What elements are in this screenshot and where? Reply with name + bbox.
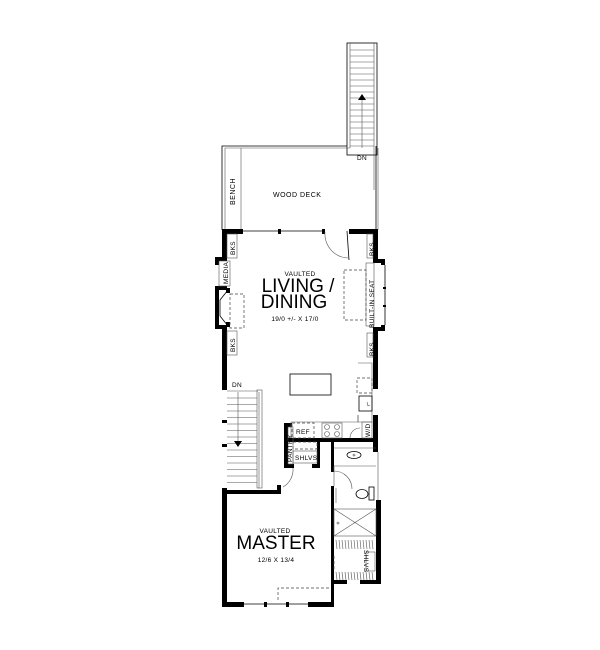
built-in-seat-label: BUILT-IN SEAT <box>369 280 376 328</box>
exterior-stair: DN <box>346 42 378 190</box>
closet-shelf-hatch <box>338 539 341 550</box>
cooktop <box>321 422 343 439</box>
closet-shelf-hatch <box>368 539 371 550</box>
bks-right-top-label: BKS <box>369 242 376 256</box>
closet-shelf-hatch <box>335 539 338 550</box>
bed-outline <box>277 587 331 600</box>
closet-shelf-hatch <box>353 539 356 550</box>
closet-shelf-hatch <box>335 571 338 581</box>
living-fixtures: BKS MEDIA BKS BKS BUILT-IN SEAT BKS REF <box>218 230 376 439</box>
shlvs-closet-label: SHLVS <box>362 550 369 573</box>
closet-shelf-hatch <box>365 571 368 581</box>
closet-shelf-hatch <box>350 539 353 550</box>
closet-shelf-hatch <box>371 571 374 581</box>
wd-label: W/D <box>365 423 372 437</box>
walls <box>215 229 386 607</box>
dining-table <box>343 269 367 321</box>
closet-shelf-hatch <box>359 571 362 581</box>
media-label: MEDIA <box>223 262 230 284</box>
closet-shelf-hatch <box>347 539 350 550</box>
closet-shelf-hatch <box>371 539 374 550</box>
closet-shelf-hatch <box>356 571 359 581</box>
closet-shelf-hatch <box>356 539 359 550</box>
closet-shelf-hatch <box>347 571 350 581</box>
closet-shelf-hatch <box>362 539 365 550</box>
bks-left-top-label: BKS <box>230 241 237 255</box>
master-dimensions: 12/6 X 13/4 <box>258 557 295 564</box>
walk-in-closet: SHLVS <box>333 539 376 581</box>
bks-left-bottom-label: BKS <box>230 338 237 352</box>
closet-shelf-hatch <box>362 571 365 581</box>
living-name-line1: LIVING / <box>262 276 336 297</box>
closet-shelf-hatch <box>350 571 353 581</box>
living-name-line2: DINING <box>261 292 328 313</box>
wood-deck: BENCH WOOD DECK <box>221 145 379 230</box>
master-qualifier: VAULTED <box>259 528 290 535</box>
bath-sink <box>346 451 362 459</box>
stair-dn-label: DN <box>357 155 367 162</box>
bench-label: BENCH <box>230 178 237 205</box>
closet-shelf-hatch <box>353 571 356 581</box>
closet-shelf-hatch <box>341 571 344 581</box>
shower <box>333 508 377 537</box>
dishwasher <box>356 377 373 394</box>
pantry-label: PANTRY <box>287 434 294 462</box>
stair-down-arrow-icon <box>234 441 242 447</box>
hearth <box>229 293 245 329</box>
pantry: PANTRY SHLVS <box>282 426 318 488</box>
living-qualifier: VAULTED <box>284 271 315 278</box>
closet-shelf-hatch <box>365 539 368 550</box>
interior-stair-dn-label: DN <box>232 382 242 389</box>
pantry-door-swing <box>282 467 294 488</box>
room-labels: VAULTED LIVING / DINING 19/0 +/- X 17/0 … <box>236 271 335 564</box>
closet-shelf-hatch <box>344 539 347 550</box>
stair-up-arrow-icon <box>358 94 366 100</box>
master-name: MASTER <box>236 533 315 554</box>
living-dimensions: 19/0 +/- X 17/0 <box>271 316 318 323</box>
master-fixtures <box>277 587 331 600</box>
toilet <box>355 486 375 501</box>
kitchen-island <box>289 373 332 396</box>
closet-shelf-hatch <box>338 571 341 581</box>
ref-label: REF <box>296 429 310 436</box>
closet-shelf-hatch <box>344 571 347 581</box>
closet-shelf-hatch <box>368 571 371 581</box>
master-bath: SHLVS <box>333 447 377 581</box>
fireplace <box>219 289 229 327</box>
bath-door-swing <box>333 470 353 490</box>
deck-label: WOOD DECK <box>273 192 321 199</box>
bks-right-bottom-label: BKS <box>369 342 376 356</box>
kitchen-sink <box>358 395 373 412</box>
entry-door-swing <box>324 231 350 259</box>
interior-stair: DN <box>227 382 263 489</box>
refrigerator <box>291 422 315 439</box>
closet-shelf-hatch <box>341 539 344 550</box>
entry-door <box>346 230 350 261</box>
shlvs-pantry-label: SHLVS <box>295 455 318 462</box>
closet-shelf-hatch <box>359 539 362 550</box>
